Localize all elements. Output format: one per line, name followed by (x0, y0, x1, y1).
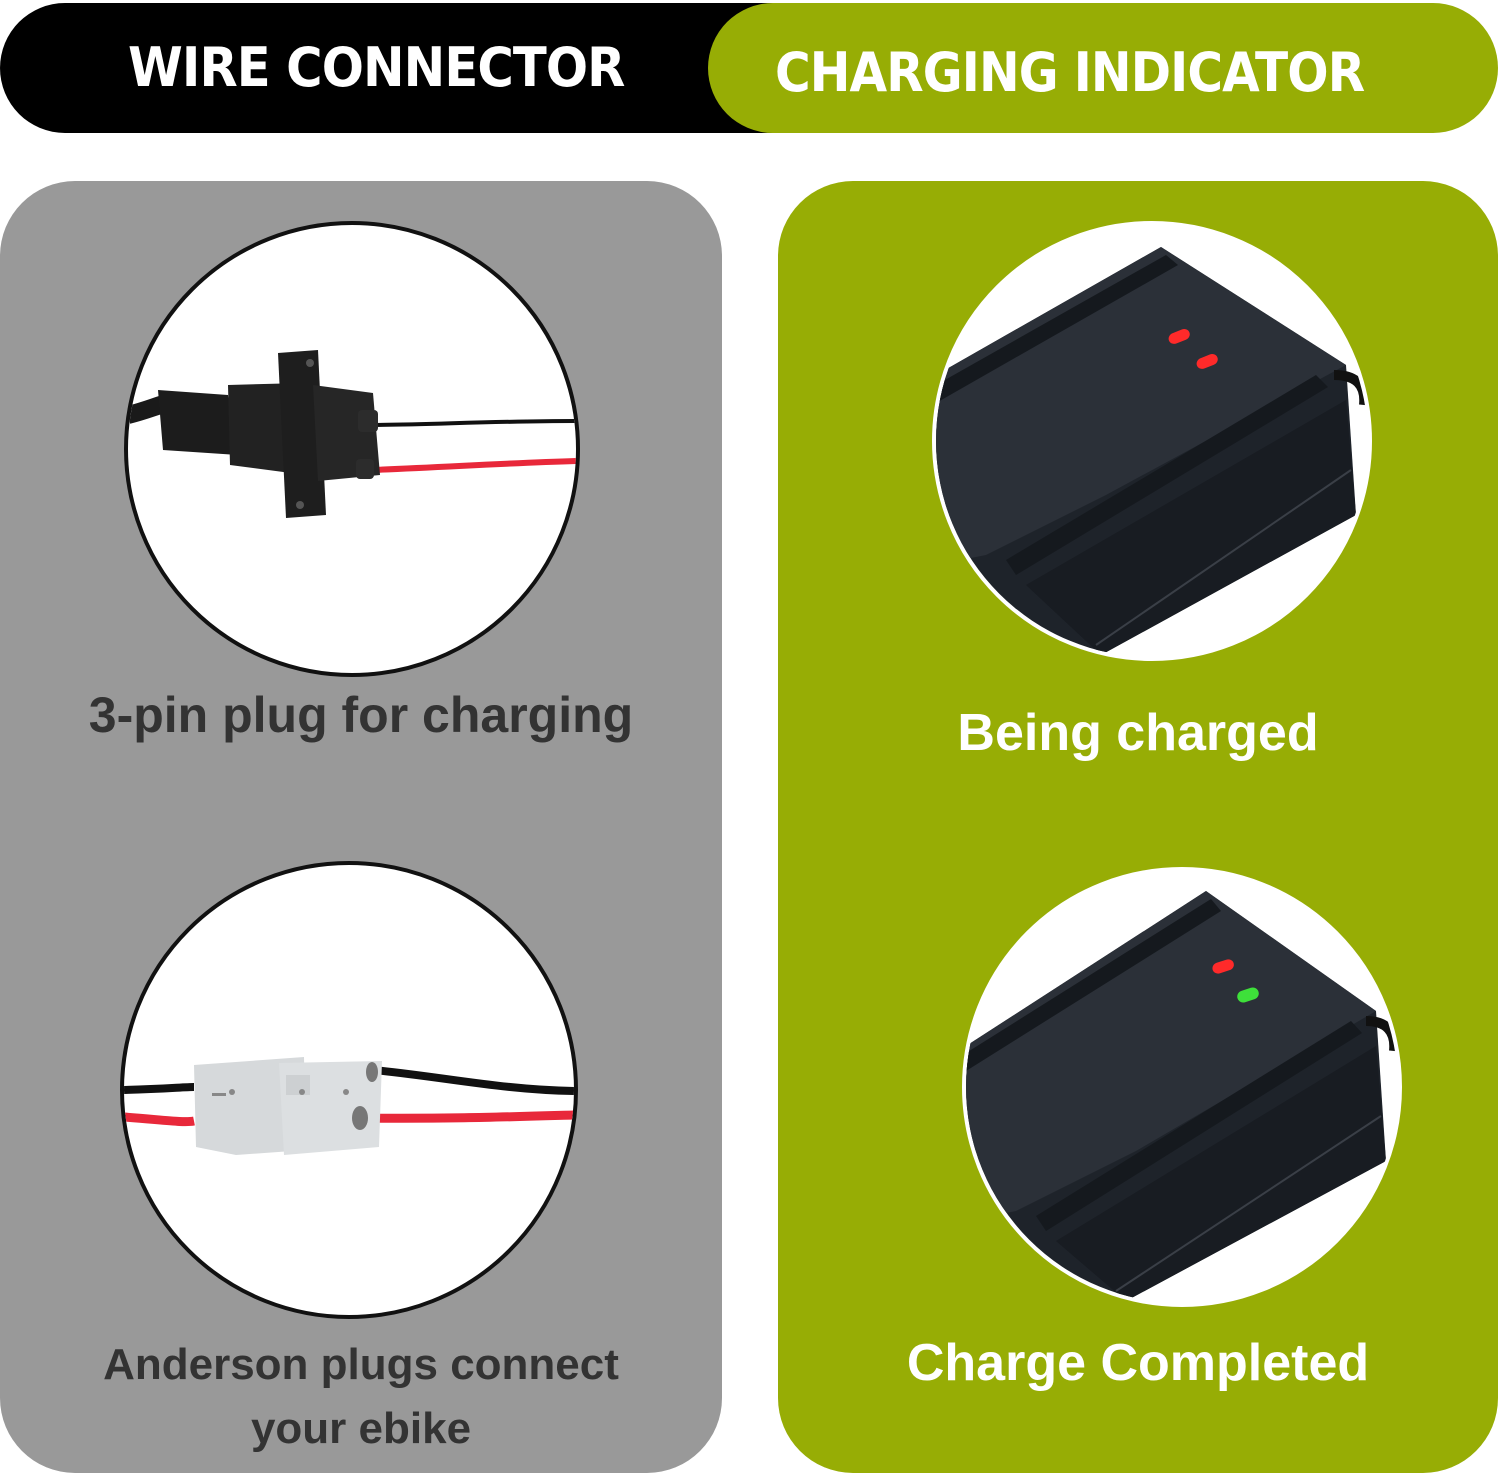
anderson-plug-photo (120, 861, 578, 1319)
anderson-caption-line1: Anderson plugs connect (103, 1340, 619, 1389)
led-indicators (1212, 959, 1259, 1003)
charger-illustration-complete (966, 871, 1398, 1303)
three-pin-plug-photo (124, 221, 580, 677)
charger-illustration-charging (936, 225, 1368, 657)
being-charged-caption: Being charged (957, 704, 1319, 762)
led-red (1212, 959, 1234, 974)
three-pin-plug-caption: 3-pin plug for charging (88, 687, 634, 743)
charging-indicator-panel: Being charged Charge Completed (778, 181, 1498, 1473)
charger-red-red-led-photo (932, 221, 1372, 661)
charger-red-green-led-photo (962, 867, 1402, 1307)
led-red-bottom (1196, 354, 1218, 369)
led-green (1237, 987, 1259, 1003)
charging-indicator-header (708, 3, 1498, 133)
wire-connector-header (0, 3, 800, 133)
charging-indicator-title: CHARGING INDICATOR (775, 41, 1365, 104)
plug-illustration (128, 350, 576, 518)
anderson-caption-line2: your ebike (250, 1404, 472, 1453)
charge-completed-caption: Charge Completed (906, 1334, 1370, 1392)
wire-connector-title: WIRE CONNECTOR (128, 36, 625, 99)
anderson-plug-caption: Anderson plugs connect your ebike (0, 1333, 722, 1461)
wire-connector-panel: 3-pin plug for charging Anderson plugs c… (0, 181, 722, 1473)
led-indicators (1168, 329, 1218, 369)
led-red-top (1168, 329, 1190, 344)
anderson-illustration (124, 1057, 574, 1155)
